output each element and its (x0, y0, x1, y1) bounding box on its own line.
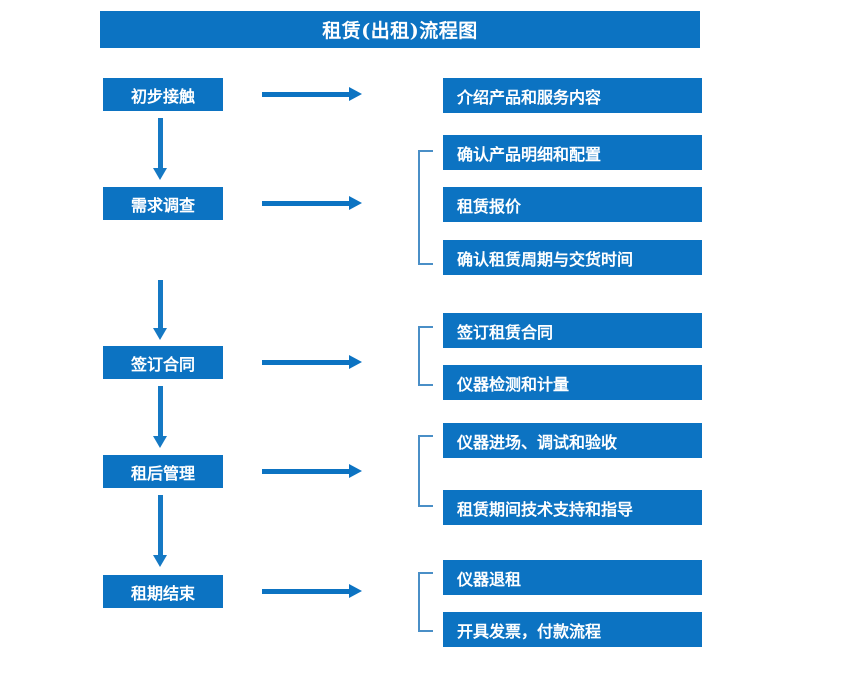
stage-box-4[interactable]: 租后管理 (103, 455, 223, 488)
vertical-arrow-1 (153, 118, 167, 180)
arrow-shaft (158, 386, 163, 436)
detail-box-5[interactable]: 签订租赁合同 (443, 313, 702, 348)
group-bracket-4 (418, 572, 433, 632)
group-bracket-3 (418, 435, 433, 507)
detail-box-7[interactable]: 仪器进场、调试和验收 (443, 423, 702, 458)
stage-box-5[interactable]: 租期结束 (103, 575, 223, 608)
arrow-head-icon (153, 436, 167, 448)
horizontal-arrow-3 (262, 355, 362, 369)
stage-box-1[interactable]: 初步接触 (103, 78, 223, 111)
vertical-arrow-3 (153, 386, 167, 448)
arrow-head-icon (349, 87, 362, 101)
arrow-shaft (262, 589, 350, 594)
group-bracket-1 (418, 150, 433, 265)
vertical-arrow-2 (153, 280, 167, 340)
arrow-head-icon (153, 555, 167, 567)
arrow-shaft (262, 92, 350, 97)
detail-box-4[interactable]: 确认租赁周期与交货时间 (443, 240, 702, 275)
arrow-shaft (158, 280, 163, 328)
arrow-shaft (262, 469, 350, 474)
arrow-shaft (158, 118, 163, 168)
detail-box-1[interactable]: 介绍产品和服务内容 (443, 78, 702, 113)
arrow-head-icon (153, 168, 167, 180)
stage-box-3[interactable]: 签订合同 (103, 346, 223, 379)
detail-box-9[interactable]: 仪器退租 (443, 560, 702, 595)
detail-box-2[interactable]: 确认产品明细和配置 (443, 135, 702, 170)
arrow-shaft (262, 201, 350, 206)
detail-box-3[interactable]: 租赁报价 (443, 187, 702, 222)
detail-box-8[interactable]: 租赁期间技术支持和指导 (443, 490, 702, 525)
arrow-head-icon (349, 196, 362, 210)
horizontal-arrow-2 (262, 196, 362, 210)
stage-box-2[interactable]: 需求调查 (103, 187, 223, 220)
arrow-head-icon (349, 584, 362, 598)
horizontal-arrow-4 (262, 464, 362, 478)
arrow-shaft (262, 360, 350, 365)
vertical-arrow-4 (153, 495, 167, 567)
group-bracket-2 (418, 326, 433, 386)
arrow-head-icon (153, 328, 167, 340)
diagram-title: 租赁(出租)流程图 (100, 11, 700, 48)
arrow-shaft (158, 495, 163, 555)
horizontal-arrow-1 (262, 87, 362, 101)
detail-box-10[interactable]: 开具发票，付款流程 (443, 612, 702, 647)
horizontal-arrow-5 (262, 584, 362, 598)
arrow-head-icon (349, 464, 362, 478)
arrow-head-icon (349, 355, 362, 369)
detail-box-6[interactable]: 仪器检测和计量 (443, 365, 702, 400)
